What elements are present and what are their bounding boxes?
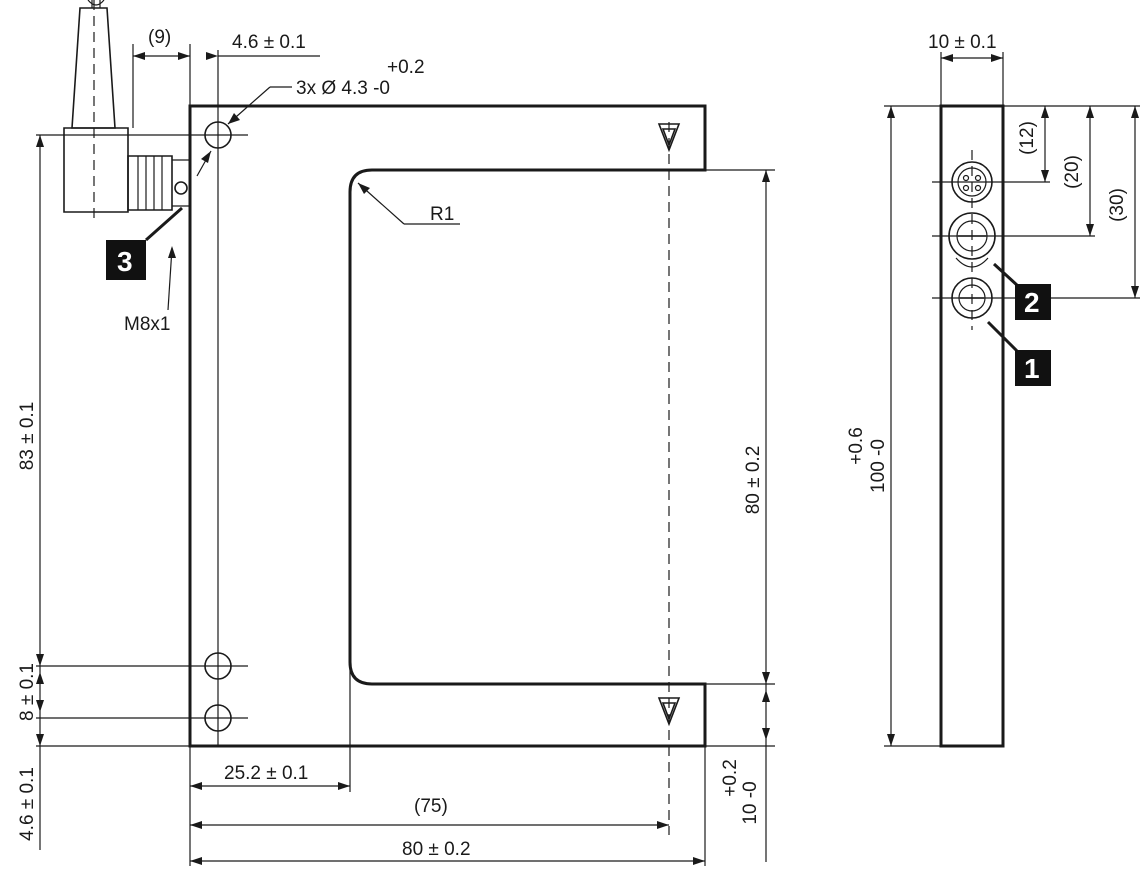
dim-connector-thread: M8x1: [124, 314, 170, 335]
connector-housing: [63, 127, 129, 213]
connector-assembly: [63, 0, 190, 222]
dim-inner-offset: 25.2 ± 0.1: [224, 763, 308, 784]
side-view: 10 ± 0.1 (12) (20) (30) 2 1 +0.6 100 -0: [846, 32, 1140, 748]
dim-slot-depth: 80 ± 0.2: [743, 446, 764, 515]
callout-3-box: [106, 240, 146, 280]
dim-total-width: 80 ± 0.2: [402, 839, 471, 860]
m8-socket-pin: [174, 181, 188, 195]
side-body-outline: [939, 104, 1005, 748]
fork-body-outline: [188, 104, 707, 748]
dim-side-12: (12): [1017, 121, 1038, 155]
m8-plug: [127, 155, 173, 211]
dim-height-83: 83 ± 0.1: [17, 402, 38, 471]
emitter-triangle-icon: [657, 123, 681, 153]
dim-bottom-offset: 4.6 ± 0.1: [17, 767, 38, 841]
dim-side-30: (30): [1107, 188, 1128, 222]
dim-arm-tol-plus: +0.2: [720, 759, 741, 797]
callout-1-box: [1015, 350, 1051, 386]
dim-hole-edge-offset: 4.6 ± 0.1: [232, 32, 306, 53]
dim-radius: R1: [430, 204, 454, 225]
dim-hole-spec-tolerance: +0.2: [387, 57, 425, 78]
callout-1-label: 1: [1024, 353, 1040, 384]
dim-side-20: (20): [1062, 155, 1083, 189]
dim-hole-pitch: 8 ± 0.1: [17, 663, 38, 721]
dim-side-width: 10 ± 0.1: [928, 32, 997, 53]
dim-hole-spec: 3x Ø 4.3 -0: [296, 78, 390, 99]
dim-arm-tol-value: 10 -0: [740, 781, 761, 824]
dim-optical-axis: (75): [414, 796, 448, 817]
callout-2-label: 2: [1024, 287, 1040, 318]
dim-cable-offset: (9): [148, 27, 171, 48]
front-view: (9) 4.6 ± 0.1 +0.2 3x Ø 4.3 -0 R1 3 M8x1…: [17, 0, 775, 866]
callout-3-label: 3: [117, 246, 133, 277]
dim-side-height-value: 100 -0: [868, 439, 889, 493]
receiver-triangle-icon: [657, 697, 681, 727]
callout-2-box: [1015, 284, 1051, 320]
dim-side-height-tol-plus: +0.6: [846, 427, 867, 465]
